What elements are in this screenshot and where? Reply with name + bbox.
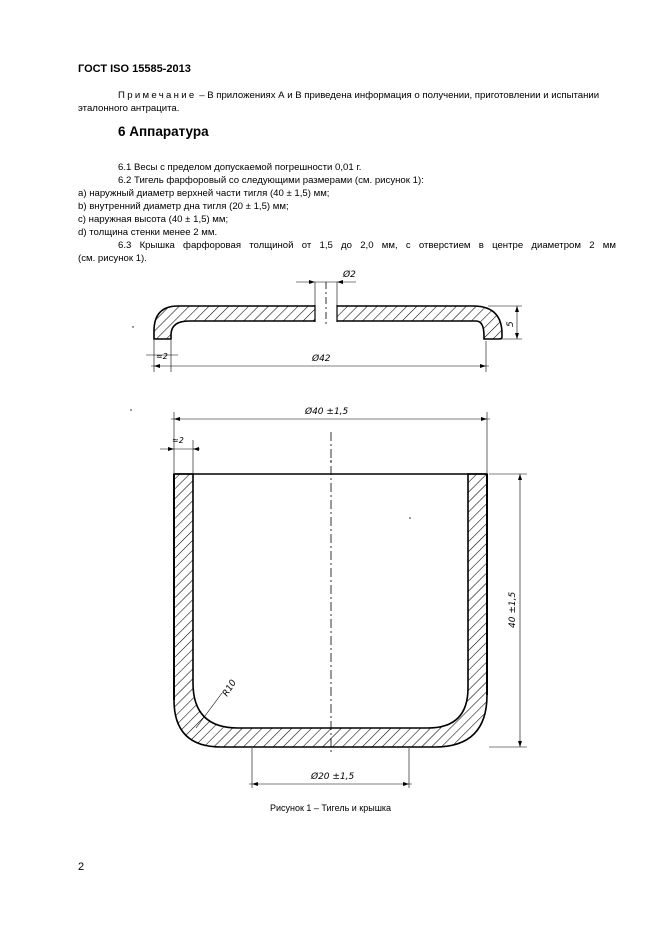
word: с	[405, 240, 411, 251]
lid-hole-diameter-label: Ø2	[342, 269, 356, 280]
word: 2	[589, 240, 595, 251]
word: Крышка	[139, 240, 175, 251]
word: диаметром	[531, 240, 581, 251]
page-number: 2	[78, 861, 85, 873]
word: 1,5	[319, 240, 333, 251]
list-item-6-3-continuation: (см. рисунок 1).	[78, 253, 147, 264]
list-item-6-3: 6.3 Крышка фарфоровая толщиной от 1,5 до 2,0 мм,…	[78, 239, 616, 252]
word: фарфоровая	[183, 240, 242, 251]
lid-drawing: Ø2 5 ≈2 Ø42	[132, 269, 522, 372]
lid-wall-thickness-label: ≈2	[156, 352, 168, 361]
crucible-bottom-diameter-label: Ø20 ±1,5	[310, 771, 355, 782]
crucible-top-diameter-label: Ø40 ±1,5	[304, 406, 349, 417]
apparatus-list: 6.1 Весы с пределом допускаемой погрешно…	[78, 161, 616, 265]
note-label: Примечание	[118, 90, 197, 101]
list-item: d) толщина стенки менее 2 мм.	[78, 227, 218, 238]
list-item: c) наружная высота (40 ± 1,5) мм;	[78, 214, 229, 225]
word: 6.3	[118, 240, 132, 251]
word: мм,	[381, 240, 398, 251]
word: толщиной	[249, 240, 294, 251]
word: в	[478, 240, 484, 251]
word: мм	[602, 240, 616, 251]
word: до	[341, 240, 352, 251]
lid-diameter-label: Ø42	[311, 353, 331, 364]
word: центре	[492, 240, 524, 251]
figure-caption: Рисунок 1 – Тигель и крышка	[269, 803, 392, 813]
lid-height-label: 5	[506, 321, 516, 327]
crucible-height-label: 40 ±1,5	[508, 592, 518, 628]
crucible-drawing: Ø40 ±1,5 ≈2 40 ±1,5 R10 Ø20 ±1,5	[130, 406, 527, 788]
list-item: a) наружный диаметр верхней части тигля …	[78, 188, 330, 199]
crucible-wall-thickness-label: ≈2	[172, 436, 184, 445]
list-item: 6.1 Весы с пределом допускаемой погрешно…	[118, 162, 362, 173]
section-heading: 6 Аппаратура	[118, 124, 209, 139]
list-item: b) внутренний диаметр дна тигля (20 ± 1,…	[78, 201, 289, 212]
word: 2,0	[360, 240, 374, 251]
word: от	[301, 240, 312, 251]
note-paragraph: Примечание – В приложениях А и В приведе…	[78, 89, 616, 115]
note-text: – В приложениях А и В приведена информац…	[78, 90, 600, 114]
word: отверстием	[418, 240, 471, 251]
crucible-radius-label: R10	[221, 678, 239, 699]
list-item: 6.2 Тигель фарфоровый со следующими разм…	[118, 175, 424, 186]
document-header: ГОСТ ISO 15585-2013	[78, 63, 191, 75]
